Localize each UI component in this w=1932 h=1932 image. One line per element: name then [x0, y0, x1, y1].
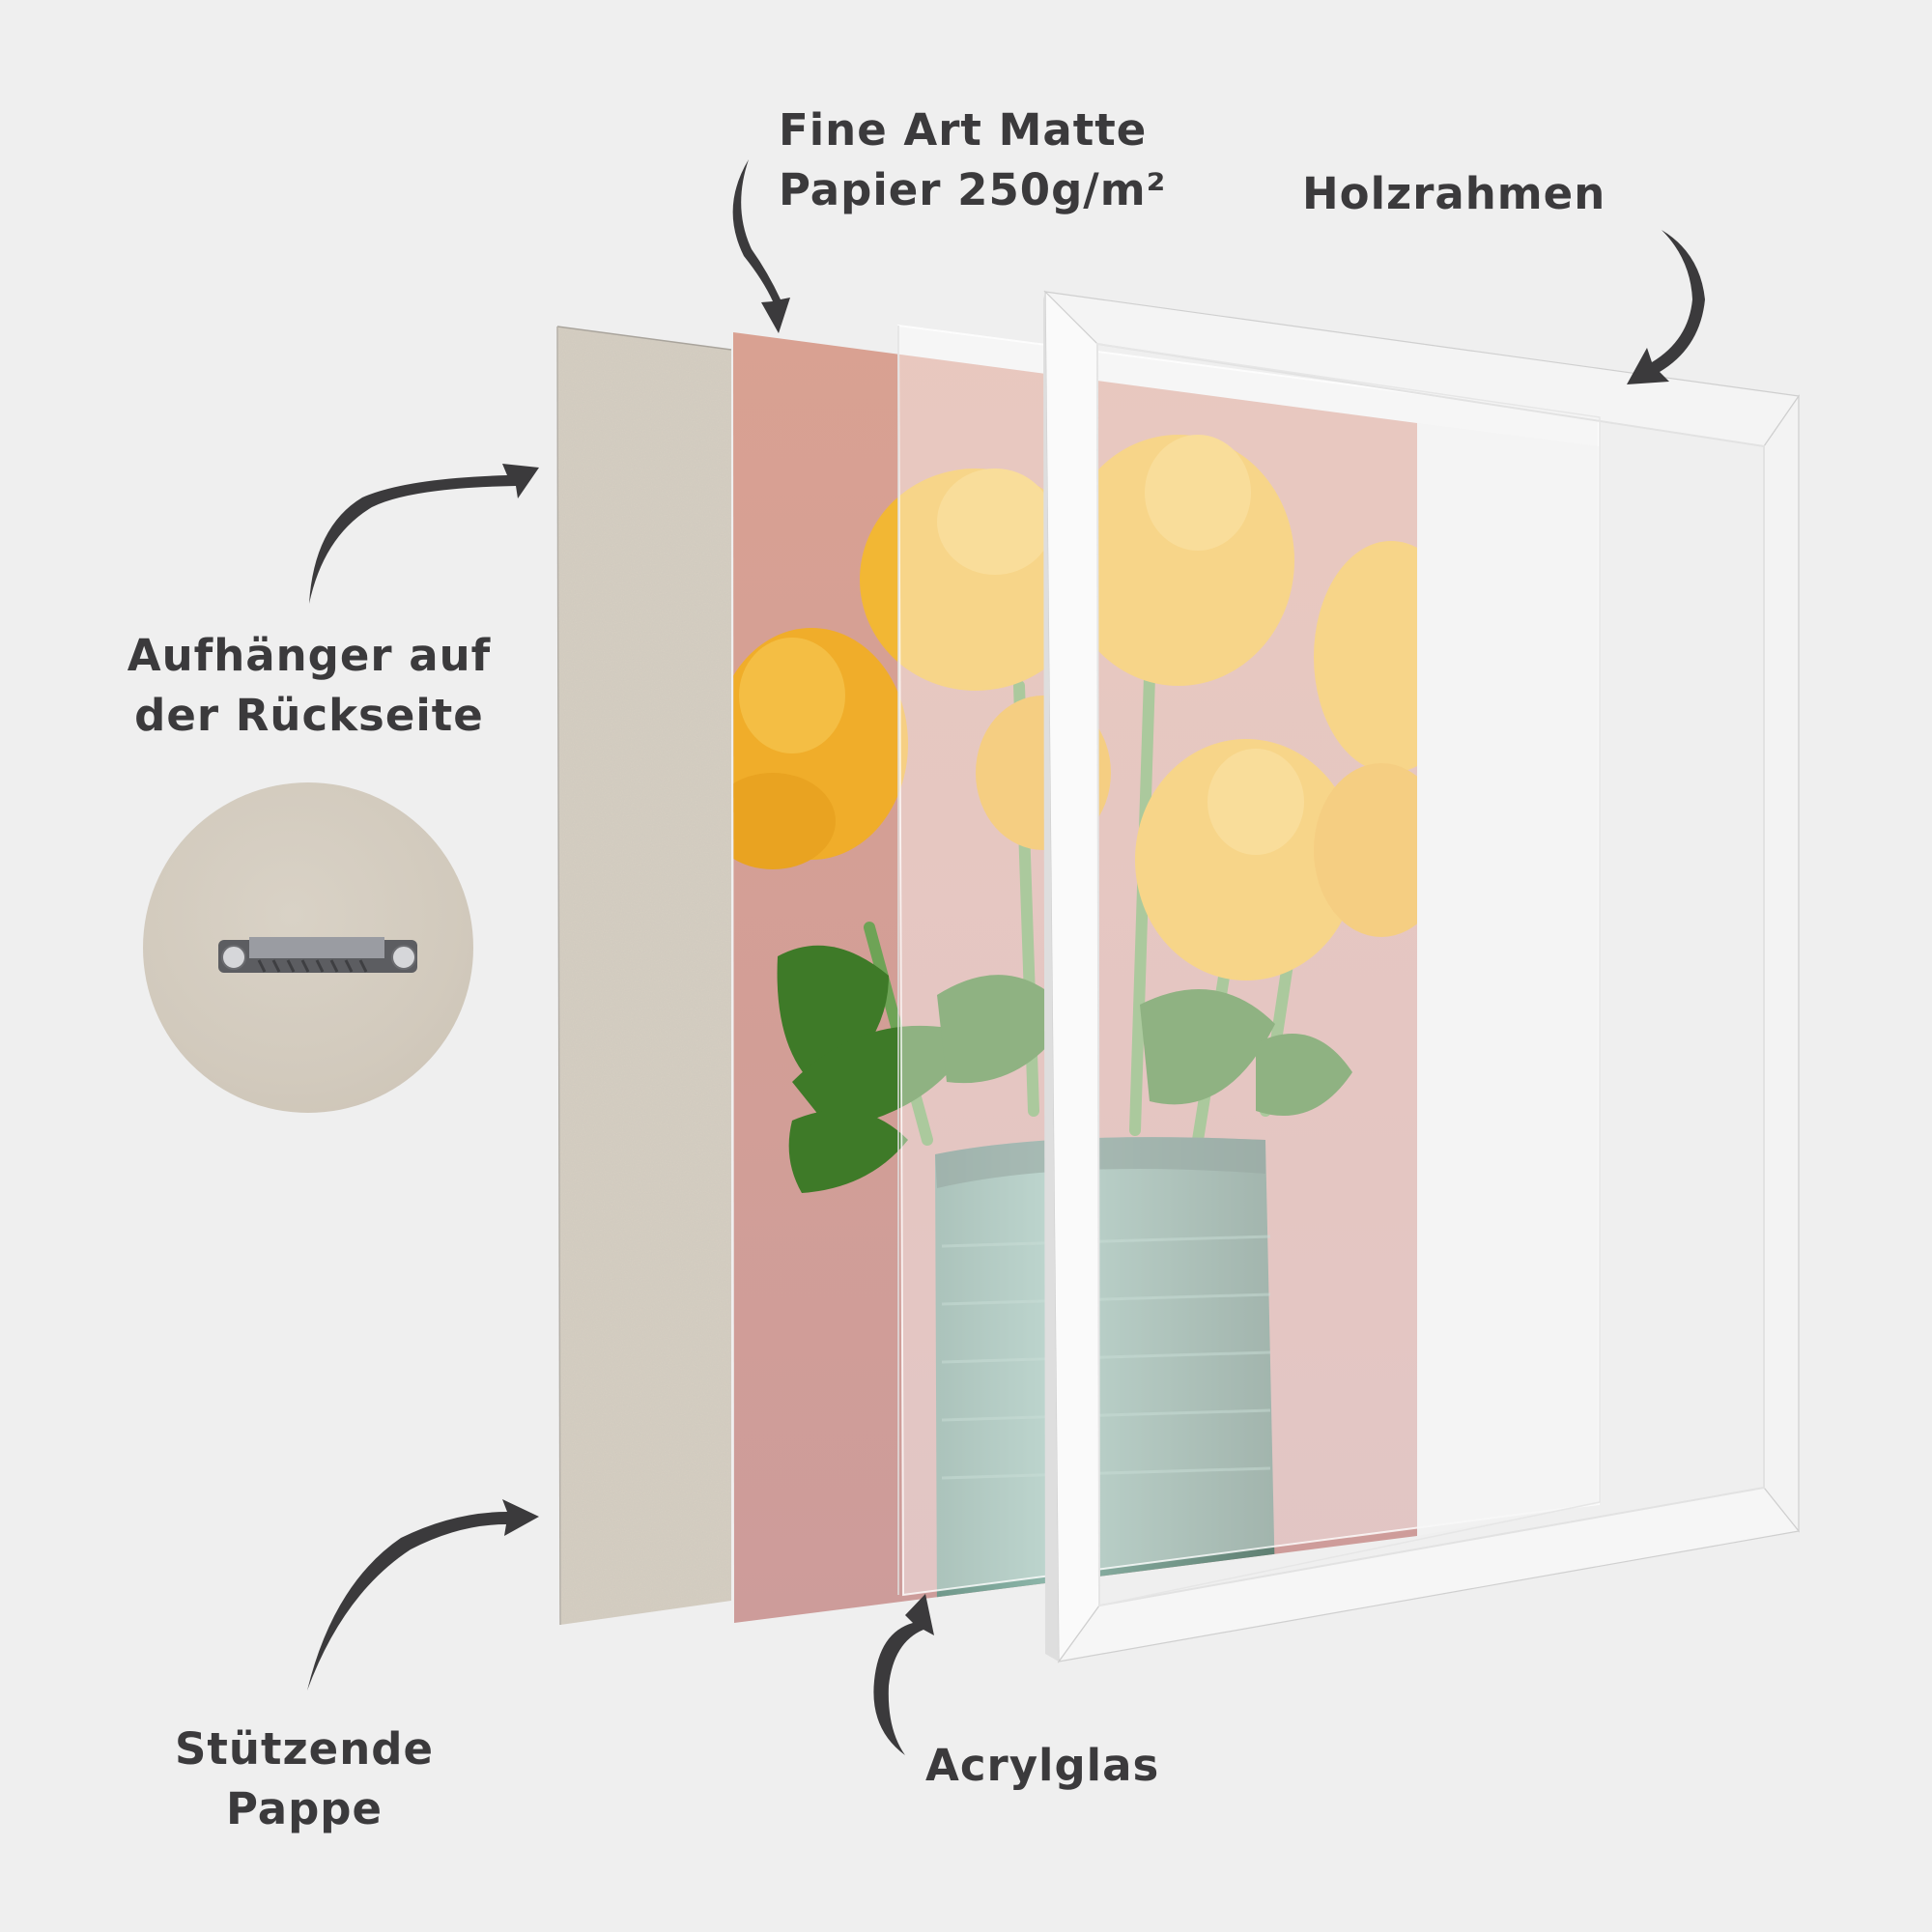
- arrows: [307, 159, 1705, 1755]
- label-line: Fine Art Matte: [779, 104, 1148, 156]
- cardboard-layer: [556, 326, 732, 1626]
- label-line: Papier 250g/m²: [779, 164, 1167, 215]
- label-line: Acrylglas: [925, 1740, 1160, 1791]
- wooden-frame: [1043, 290, 1801, 1663]
- acrylic-layer: [896, 324, 1600, 1597]
- arrow-to-acrylic-icon: [873, 1594, 934, 1755]
- hanger-detail-circle: [143, 782, 473, 1113]
- label-wooden-frame: Holzrahmen: [1302, 164, 1605, 224]
- label-hanger: Aufhänger auf der Rückseite: [97, 626, 522, 746]
- arrow-to-frame-icon: [1627, 230, 1705, 384]
- arrow-to-print-icon: [732, 159, 790, 333]
- label-acrylic-glass: Acrylglas: [925, 1736, 1159, 1796]
- label-line: Stützende: [175, 1723, 434, 1775]
- label-support-board: Stützende Pappe: [135, 1719, 473, 1839]
- label-line: Pappe: [225, 1783, 384, 1834]
- label-line: der Rückseite: [134, 690, 484, 741]
- arrow-to-cardboard-icon: [307, 1499, 539, 1690]
- label-fine-art-paper: Fine Art Matte Papier 250g/m²: [779, 100, 1166, 220]
- label-line: Aufhänger auf: [127, 630, 492, 681]
- sawtooth-hanger-icon: [218, 937, 417, 973]
- arrow-to-hanger-icon: [309, 464, 539, 604]
- label-line: Holzrahmen: [1302, 168, 1606, 219]
